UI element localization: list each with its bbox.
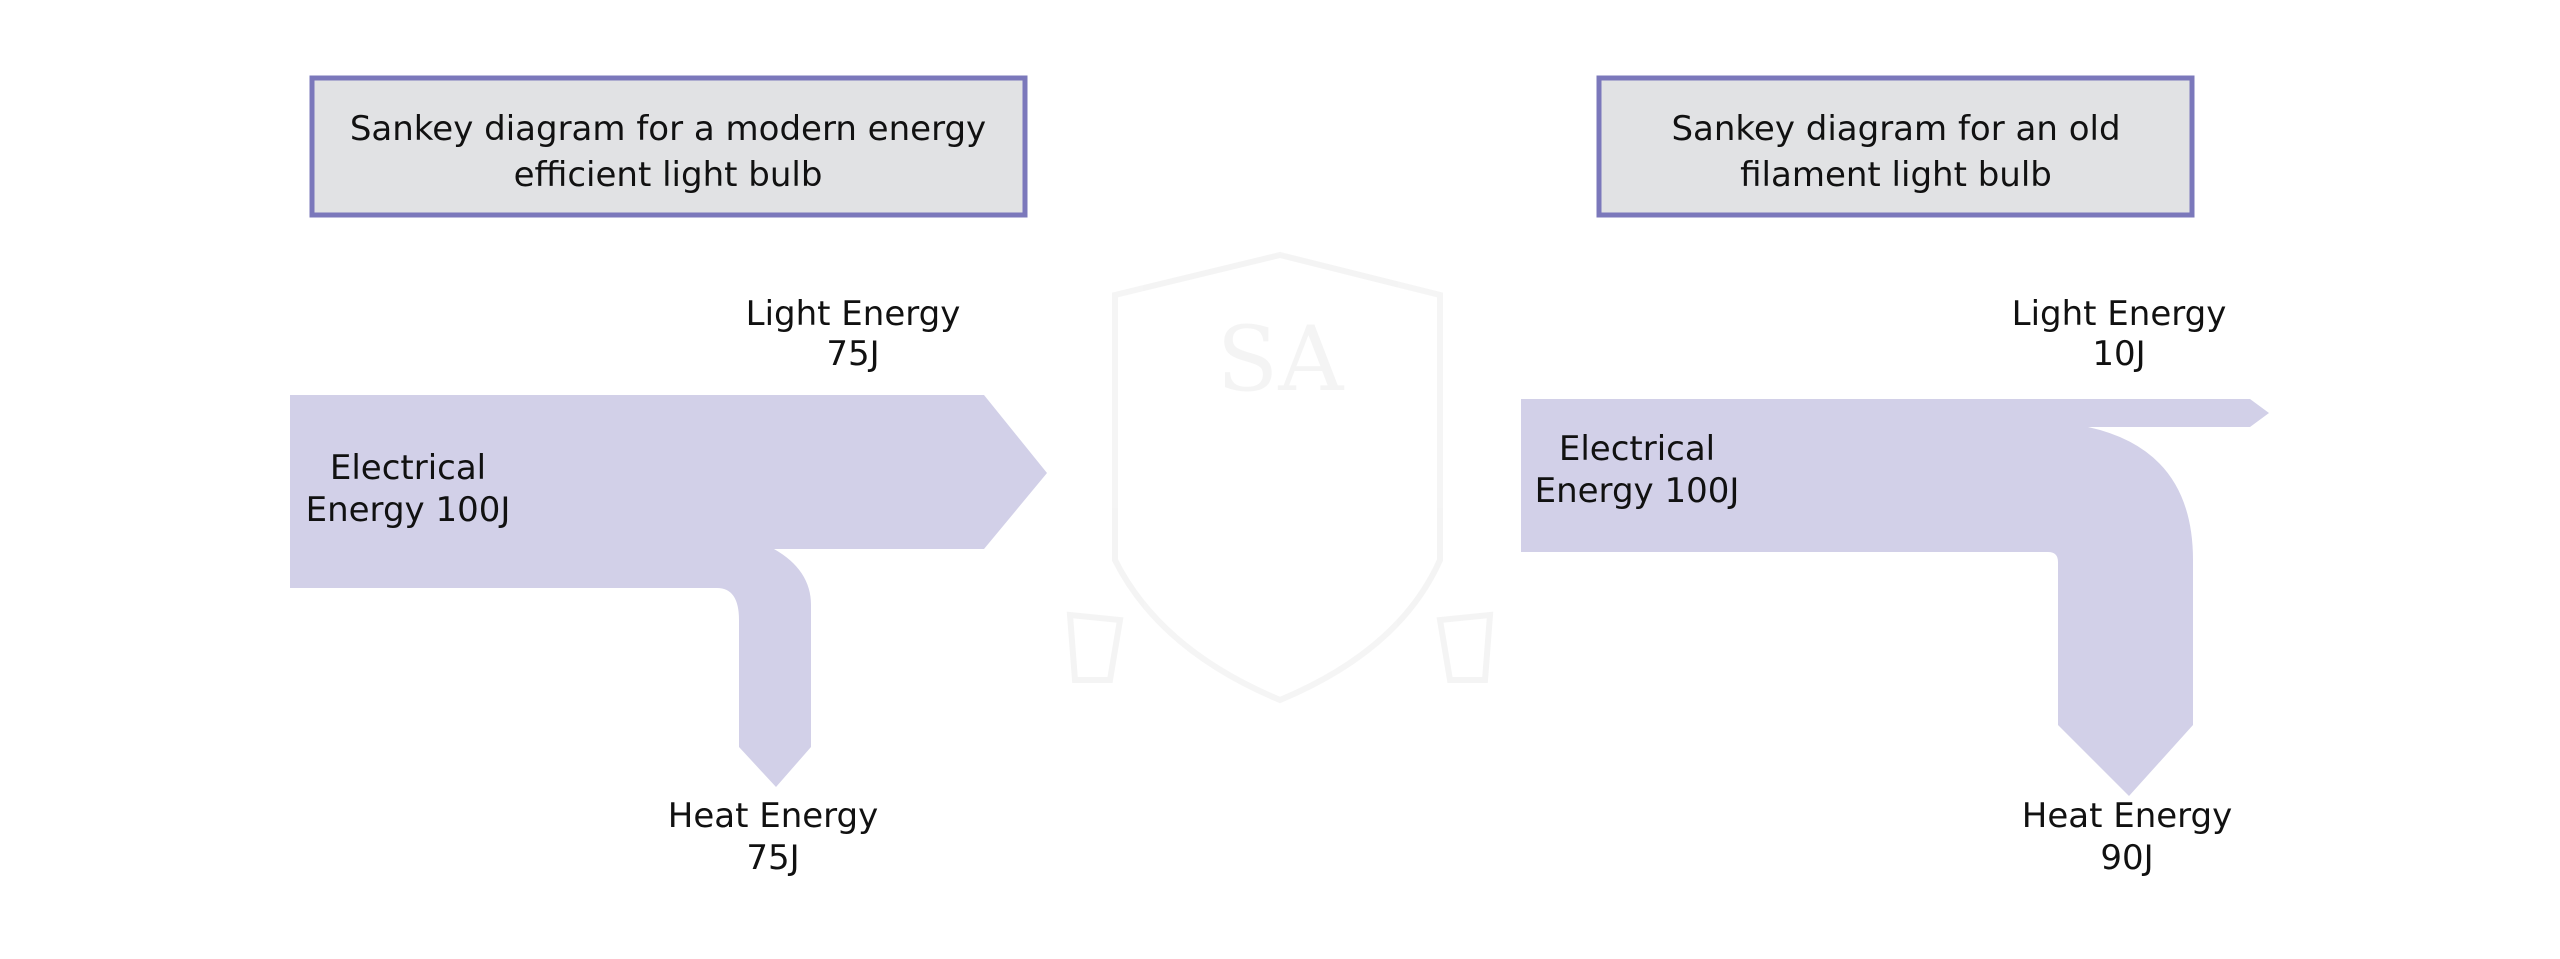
- title-box: [309, 75, 1028, 218]
- title-box: [1596, 75, 2195, 218]
- diagram-modern-bulb: Sankey diagram for a modern energy effic…: [290, 75, 1047, 878]
- electrical-energy-label: Electrical: [1559, 429, 1715, 469]
- sankey-flow-shape: [1521, 399, 2269, 796]
- watermark-logo: SA: [1066, 251, 1494, 704]
- light-energy-label: Light Energy: [746, 294, 961, 334]
- light-energy-value: 10J: [2092, 334, 2145, 374]
- heat-energy-label: Heat Energy: [2022, 796, 2233, 836]
- heat-energy-label: Heat Energy: [668, 796, 879, 836]
- light-energy-label: Light Energy: [2012, 294, 2227, 334]
- heat-energy-value: 75J: [746, 838, 799, 878]
- watermark-text: SA: [1217, 307, 1345, 412]
- sankey-flow-shape: [290, 395, 1047, 787]
- electrical-energy-label: Electrical: [330, 448, 486, 488]
- light-energy-value: 75J: [826, 334, 879, 374]
- electrical-energy-value: Energy 100J: [306, 490, 511, 530]
- diagram-filament-bulb: Sankey diagram for an old filament light…: [1521, 75, 2269, 878]
- heat-energy-value: 90J: [2100, 838, 2153, 878]
- title-line-2: efficient light bulb: [514, 155, 823, 195]
- title-line-1: Sankey diagram for an old: [1671, 109, 2120, 149]
- title-line-1: Sankey diagram for a modern energy: [350, 109, 986, 149]
- title-line-2: filament light bulb: [1740, 155, 2052, 195]
- electrical-energy-value: Energy 100J: [1535, 471, 1740, 511]
